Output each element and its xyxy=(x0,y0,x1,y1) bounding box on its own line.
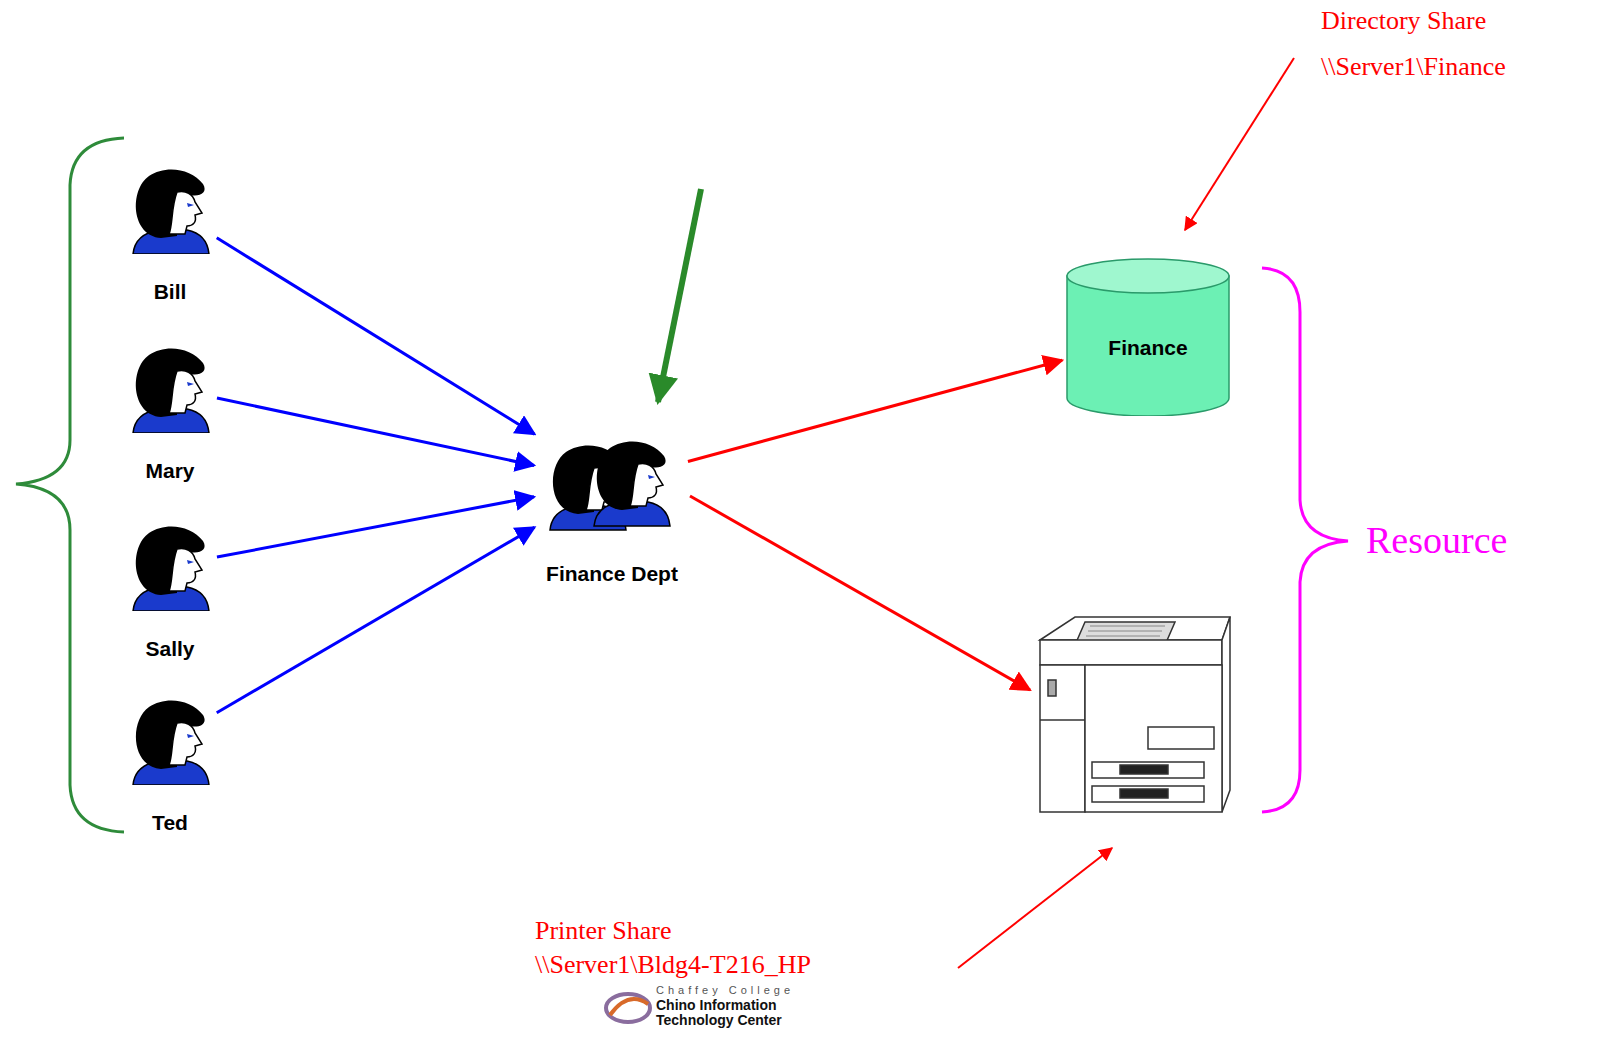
group-icon: Finance Dept xyxy=(538,432,686,586)
user-name: Sally xyxy=(125,637,215,661)
group-brace xyxy=(16,138,124,832)
access-arrow xyxy=(217,527,535,713)
person-figure xyxy=(125,164,215,254)
person-figure xyxy=(125,695,215,785)
user-name: Ted xyxy=(125,811,215,835)
share-path: Directory Share xyxy=(1321,6,1486,36)
leader-line xyxy=(1185,58,1294,230)
person-figure xyxy=(125,521,215,611)
user-name: Finance Dept xyxy=(538,562,686,586)
share-path: \\Server1\Finance xyxy=(1321,52,1506,82)
logo-text: Chino Information Technology Center xyxy=(656,998,806,1028)
logo-mark xyxy=(606,994,650,1022)
access-arrow xyxy=(688,360,1062,461)
person-figure xyxy=(125,343,215,433)
resource-brace xyxy=(1262,268,1348,812)
printer-arrow xyxy=(690,496,1030,690)
user-name: Mary xyxy=(125,459,215,483)
share-path: \\Server1\Bldg4-T216_HP xyxy=(535,950,811,980)
printer-illustration xyxy=(1040,617,1230,812)
user-icon: Ted xyxy=(125,695,215,835)
user-icon: Sally xyxy=(125,521,215,661)
user-icon: Bill xyxy=(125,164,215,304)
storage-cylinder: Finance xyxy=(1066,258,1230,416)
access-arrow xyxy=(217,497,534,557)
share-path: Printer Share xyxy=(535,916,671,946)
group-label: Resource xyxy=(1366,519,1507,563)
pointer-arrow xyxy=(658,189,701,402)
share-name: Finance xyxy=(1108,336,1187,360)
access-arrow xyxy=(217,238,535,434)
leader-line xyxy=(958,848,1112,968)
user-icon: Mary xyxy=(125,343,215,483)
person-figure xyxy=(542,432,682,532)
access-arrow xyxy=(217,398,534,465)
logo-text: Chaffey College xyxy=(656,984,794,997)
user-name: Bill xyxy=(125,280,215,304)
